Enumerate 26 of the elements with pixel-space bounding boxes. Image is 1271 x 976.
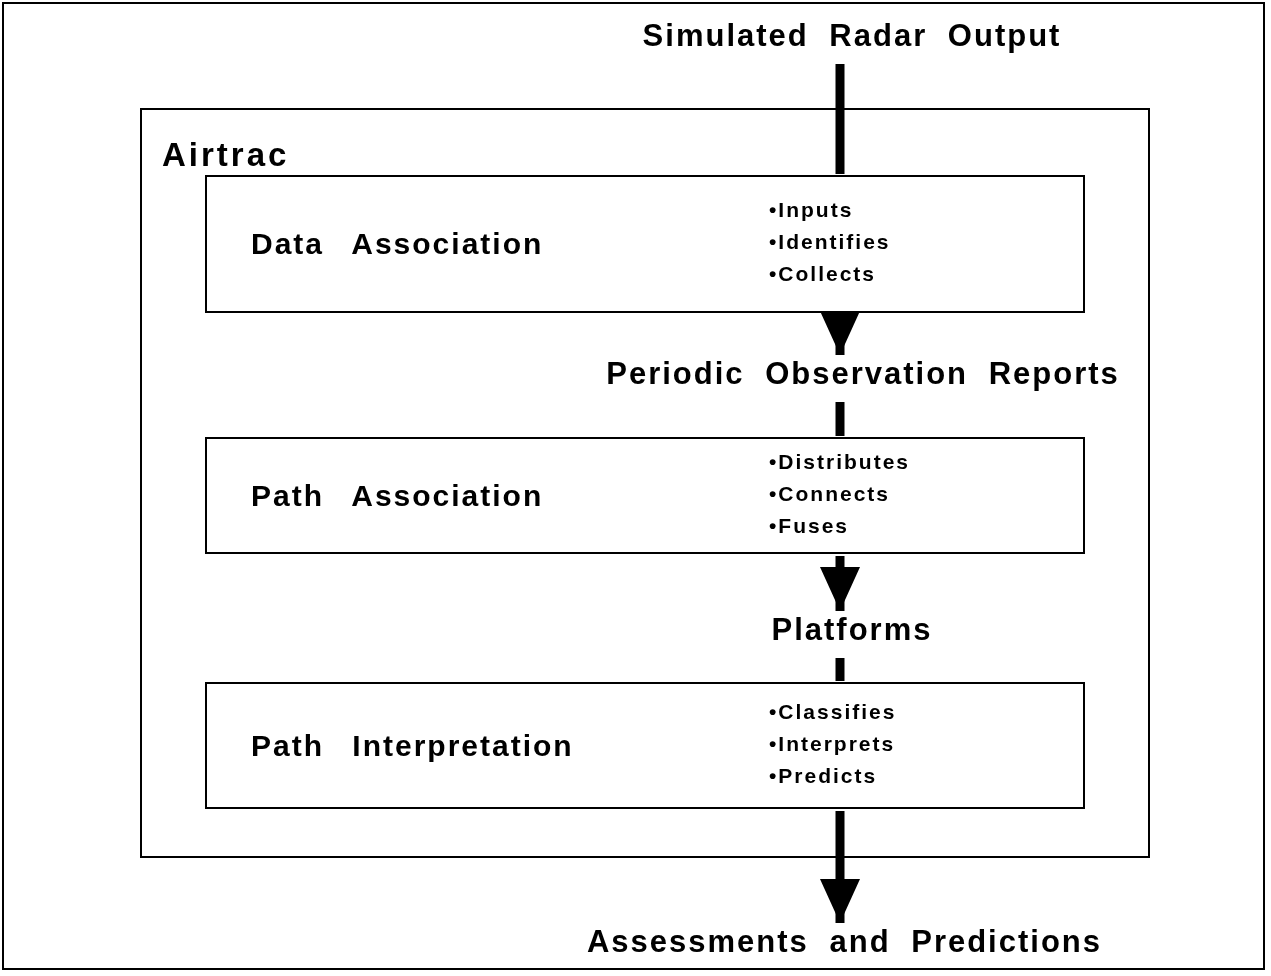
arrow — [820, 311, 860, 355]
connector-line — [835, 402, 845, 436]
connector-line — [835, 64, 845, 174]
bullet-item: •Collects — [769, 262, 877, 286]
bullet-item: •Distributes — [769, 449, 911, 474]
process-title: Path Association — [251, 478, 544, 513]
system-title: Airtrac — [162, 136, 290, 174]
process-title: Path Interpretation — [251, 728, 574, 763]
bullet-item: •Connects — [769, 481, 891, 506]
flow-label: Simulated Radar Output — [641, 18, 1063, 54]
flow-label: Periodic Observation Reports — [605, 356, 1121, 392]
process-box — [205, 682, 1085, 809]
connector-line — [835, 658, 845, 681]
bullet-item: •Inputs — [769, 198, 854, 222]
bullet-item: •Classifies — [769, 699, 897, 724]
bullet-item: •Interprets — [769, 731, 896, 756]
bullet-item: •Predicts — [769, 763, 878, 788]
flow-label: Assessments and Predictions — [585, 924, 1104, 960]
bullet-item: •Fuses — [769, 513, 850, 538]
process-box — [205, 175, 1085, 313]
process-title: Data Association — [251, 227, 544, 261]
bullet-item: •Identifies — [769, 230, 891, 254]
flow-label: Platforms — [770, 612, 934, 648]
arrow — [820, 811, 860, 923]
process-box — [205, 437, 1085, 554]
system-boundary-box — [140, 108, 1150, 858]
